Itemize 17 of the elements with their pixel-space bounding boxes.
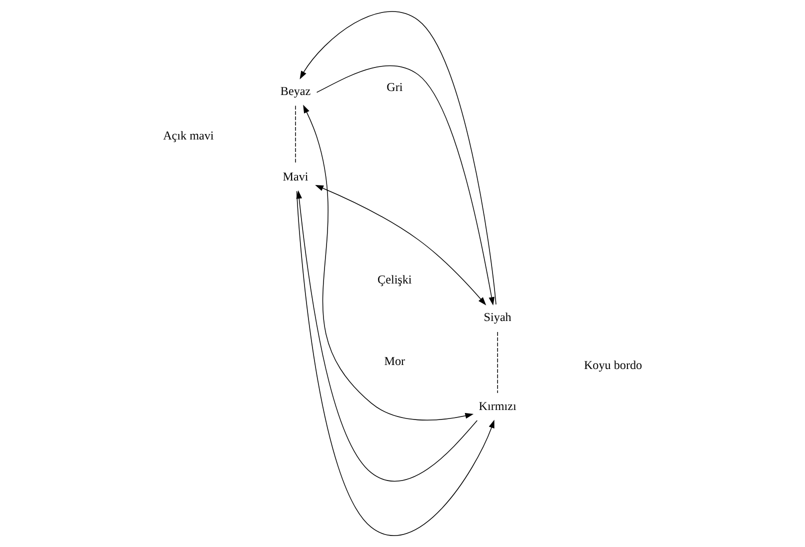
label: Koyu bordo: [583, 358, 642, 372]
arrow: [302, 104, 474, 420]
arrow: [296, 190, 478, 482]
node-text: Kırmızı: [478, 398, 516, 413]
arrow: [299, 11, 496, 305]
label: Gri: [386, 80, 402, 94]
node-text: Siyah: [483, 310, 511, 324]
arrow: [316, 65, 494, 306]
arrow: [314, 184, 486, 306]
arrow: [296, 190, 494, 536]
label: Açık mavi: [162, 128, 214, 143]
connector: [496, 332, 498, 394]
label: Mor: [384, 354, 405, 368]
connector: [294, 105, 296, 164]
node-text: Beyaz: [280, 84, 310, 98]
label: Çelişki: [377, 272, 412, 286]
node-text: Mavi: [282, 169, 308, 184]
